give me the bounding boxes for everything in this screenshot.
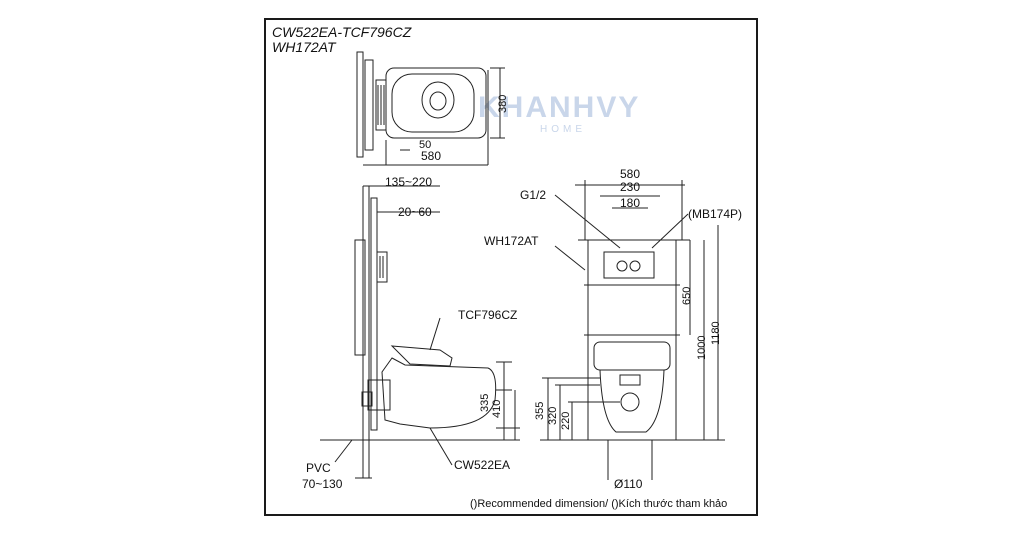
- dim-top-depth: 380: [497, 94, 509, 113]
- dim-front-230: 230: [620, 180, 641, 194]
- dim-front-180: 180: [620, 196, 641, 210]
- label-flush-plate: (MB174P): [688, 207, 743, 221]
- dim-pvc-range: 70~130: [302, 477, 343, 491]
- dim-320: 320: [547, 406, 559, 425]
- side-view: [320, 185, 520, 479]
- label-g12: G1/2: [520, 188, 547, 202]
- dim-pipe-diameter: Ø110: [614, 477, 643, 491]
- dim-1180: 1180: [710, 321, 722, 345]
- dim-cover-range: 20~60: [398, 205, 432, 219]
- watermark-subtext: HOME: [540, 124, 586, 135]
- dim-335: 335: [479, 393, 491, 412]
- dimension-note: ()Recommended dimension/ ()Kích thước th…: [470, 498, 728, 510]
- dim-top-width: 580: [421, 149, 442, 163]
- label-frame-model: WH172AT: [484, 234, 539, 248]
- dim-top-offset: 50: [419, 139, 432, 151]
- watermark-logo: KHANHVY: [478, 91, 641, 124]
- dim-410: 410: [491, 399, 503, 418]
- frame-model-title: WH172AT: [272, 39, 336, 55]
- dim-1000: 1000: [696, 335, 708, 360]
- label-seat-model: TCF796CZ: [458, 308, 518, 322]
- label-pvc: PVC: [306, 461, 331, 475]
- dim-wall-range: 135~220: [385, 175, 433, 189]
- top-view: [356, 51, 505, 166]
- label-bowl-model: CW522EA: [454, 458, 511, 472]
- front-view: [540, 180, 725, 480]
- dim-front-580: 580: [620, 167, 641, 181]
- dim-650: 650: [681, 286, 693, 305]
- model-title: CW522EA-TCF796CZ: [272, 24, 412, 40]
- dim-220: 220: [560, 411, 572, 430]
- dim-355: 355: [534, 401, 546, 420]
